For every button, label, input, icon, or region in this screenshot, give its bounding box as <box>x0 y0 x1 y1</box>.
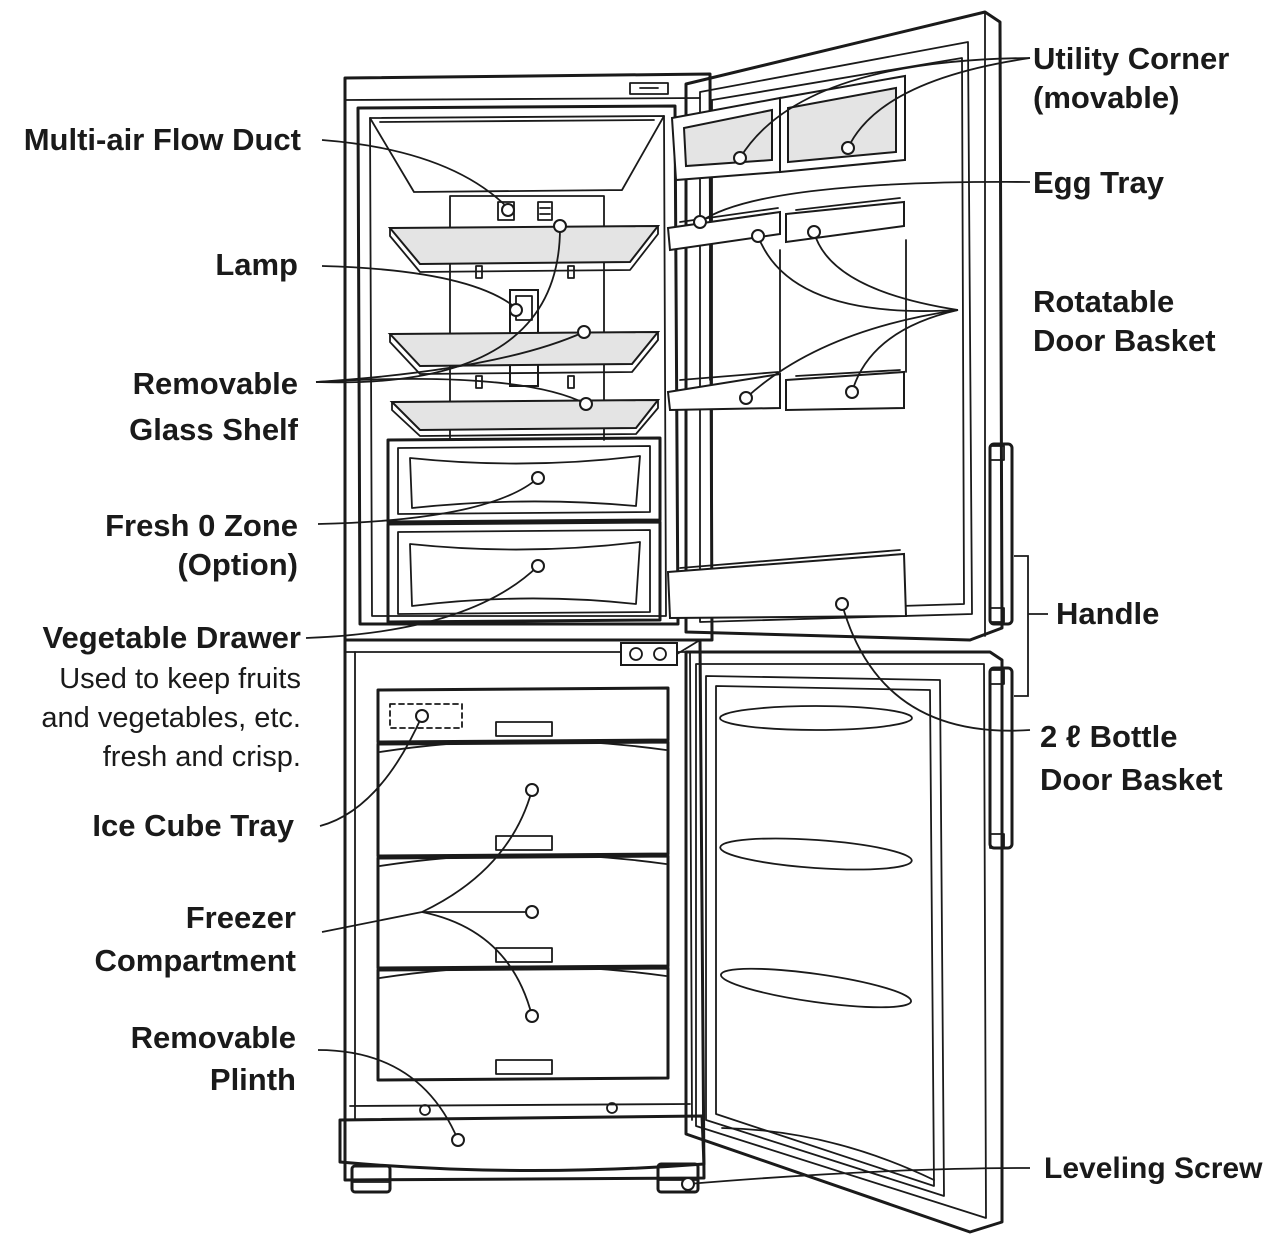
label-fresh-zone-2: (Option) <box>177 547 298 582</box>
fridge-door <box>666 10 1014 642</box>
label-rotatable-door-basket-2: Door Basket <box>1033 323 1216 358</box>
cabinet <box>338 72 714 1194</box>
label-bottle-door-basket-1: 2 ℓ Bottle <box>1040 719 1178 754</box>
label-rotatable-door-basket-1: Rotatable <box>1033 284 1175 319</box>
label-lamp: Lamp <box>215 247 298 282</box>
label-removable-glass-shelf-1: Removable <box>132 366 298 401</box>
label-bottle-door-basket-2: Door Basket <box>1040 762 1223 797</box>
fridge-interior <box>387 195 661 441</box>
label-utility-corner-2: (movable) <box>1033 80 1180 115</box>
leader-lines <box>305 57 1048 1185</box>
label-ice-cube-tray: Ice Cube Tray <box>92 808 294 843</box>
freezer-door <box>684 650 1014 1234</box>
label-multi-air-flow-duct: Multi-air Flow Duct <box>23 122 301 157</box>
label-freezer-compartment-2: Compartment <box>94 943 296 978</box>
label-leveling-screw: Leveling Screw <box>1044 1152 1263 1185</box>
desc-vegetable-drawer-2: and vegetables, etc. <box>41 702 301 734</box>
label-removable-glass-shelf-2: Glass Shelf <box>129 412 298 447</box>
freezer-drawers <box>376 686 670 1082</box>
fridge-drawers <box>386 436 662 624</box>
label-vegetable-drawer: Vegetable Drawer <box>42 620 301 655</box>
label-egg-tray: Egg Tray <box>1033 165 1164 200</box>
label-fresh-zone-1: Fresh 0 Zone <box>105 508 298 543</box>
label-removable-plinth-1: Removable <box>130 1020 296 1055</box>
label-freezer-compartment-1: Freezer <box>185 900 296 935</box>
desc-vegetable-drawer-3: fresh and crisp. <box>102 741 301 773</box>
desc-vegetable-drawer-1: Used to keep fruits <box>59 663 301 695</box>
label-utility-corner-1: Utility Corner <box>1033 41 1230 76</box>
label-removable-plinth-2: Plinth <box>209 1062 296 1097</box>
callout-dots <box>415 141 859 1191</box>
label-handle: Handle <box>1056 596 1160 631</box>
